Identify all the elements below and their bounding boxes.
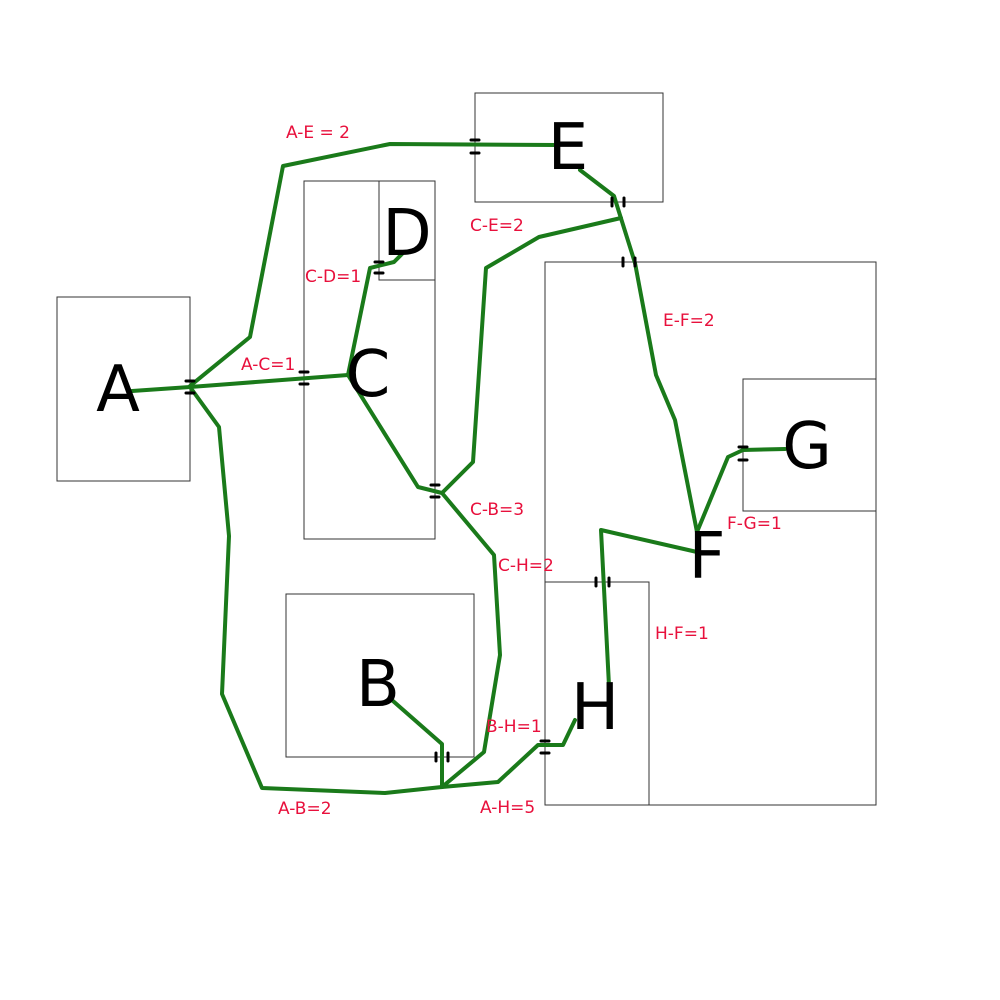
node-box-c [303, 180, 436, 540]
edge-label-f-g: F-G=1 [727, 514, 782, 534]
edge-b-h [391, 699, 444, 789]
node-box-d [378, 180, 436, 281]
node-label-e: E [548, 111, 588, 185]
edge-a-e [188, 142, 559, 388]
edge-a-b [188, 385, 444, 795]
edge-label-b-h: B-H=1 [486, 717, 542, 737]
edge-c-h [440, 491, 502, 789]
edge-label-h-f: H-F=1 [655, 624, 709, 644]
node-label-b: B [356, 648, 400, 722]
edge-e-f [578, 168, 699, 534]
ports [184, 138, 749, 763]
edge-c-d [346, 252, 404, 377]
edge-label-c-h: C-H=2 [498, 556, 554, 576]
node-label-d: D [382, 197, 431, 271]
node-box-g [742, 378, 877, 512]
edge-label-c-b: C-B=3 [470, 500, 524, 520]
node-box-e [474, 92, 664, 203]
edge-c-b [346, 373, 444, 495]
node-label-c: C [346, 338, 391, 412]
edge-label-c-d: C-D=1 [305, 267, 361, 287]
node-label-g: G [782, 410, 832, 484]
node-label-a: A [96, 353, 140, 427]
edge-a-h [440, 718, 577, 789]
edge-label-a-c: A-C=1 [241, 355, 295, 375]
edge-label-a-h: A-H=5 [480, 798, 535, 818]
node-box-f [544, 261, 877, 806]
edge-label-a-e: A-E = 2 [286, 123, 350, 143]
node-box-b [285, 593, 475, 758]
edges [130, 142, 787, 795]
edge-f-g [695, 447, 787, 534]
edge-label-a-b: A-B=2 [278, 799, 332, 819]
edge-labels: A-E = 2 A-C=1 A-B=2 C-D=1 C-E=2 C-B=3 C-… [241, 123, 782, 819]
edge-c-e [440, 216, 623, 495]
node-labels: A B C D E F G H [96, 111, 832, 745]
node-label-h: H [571, 671, 619, 745]
edge-h-f [599, 528, 699, 688]
edge-label-e-f: E-F=2 [663, 311, 715, 331]
edge-label-c-e: C-E=2 [470, 216, 524, 236]
edge-a-c [130, 373, 350, 393]
node-label-f: F [689, 520, 726, 594]
